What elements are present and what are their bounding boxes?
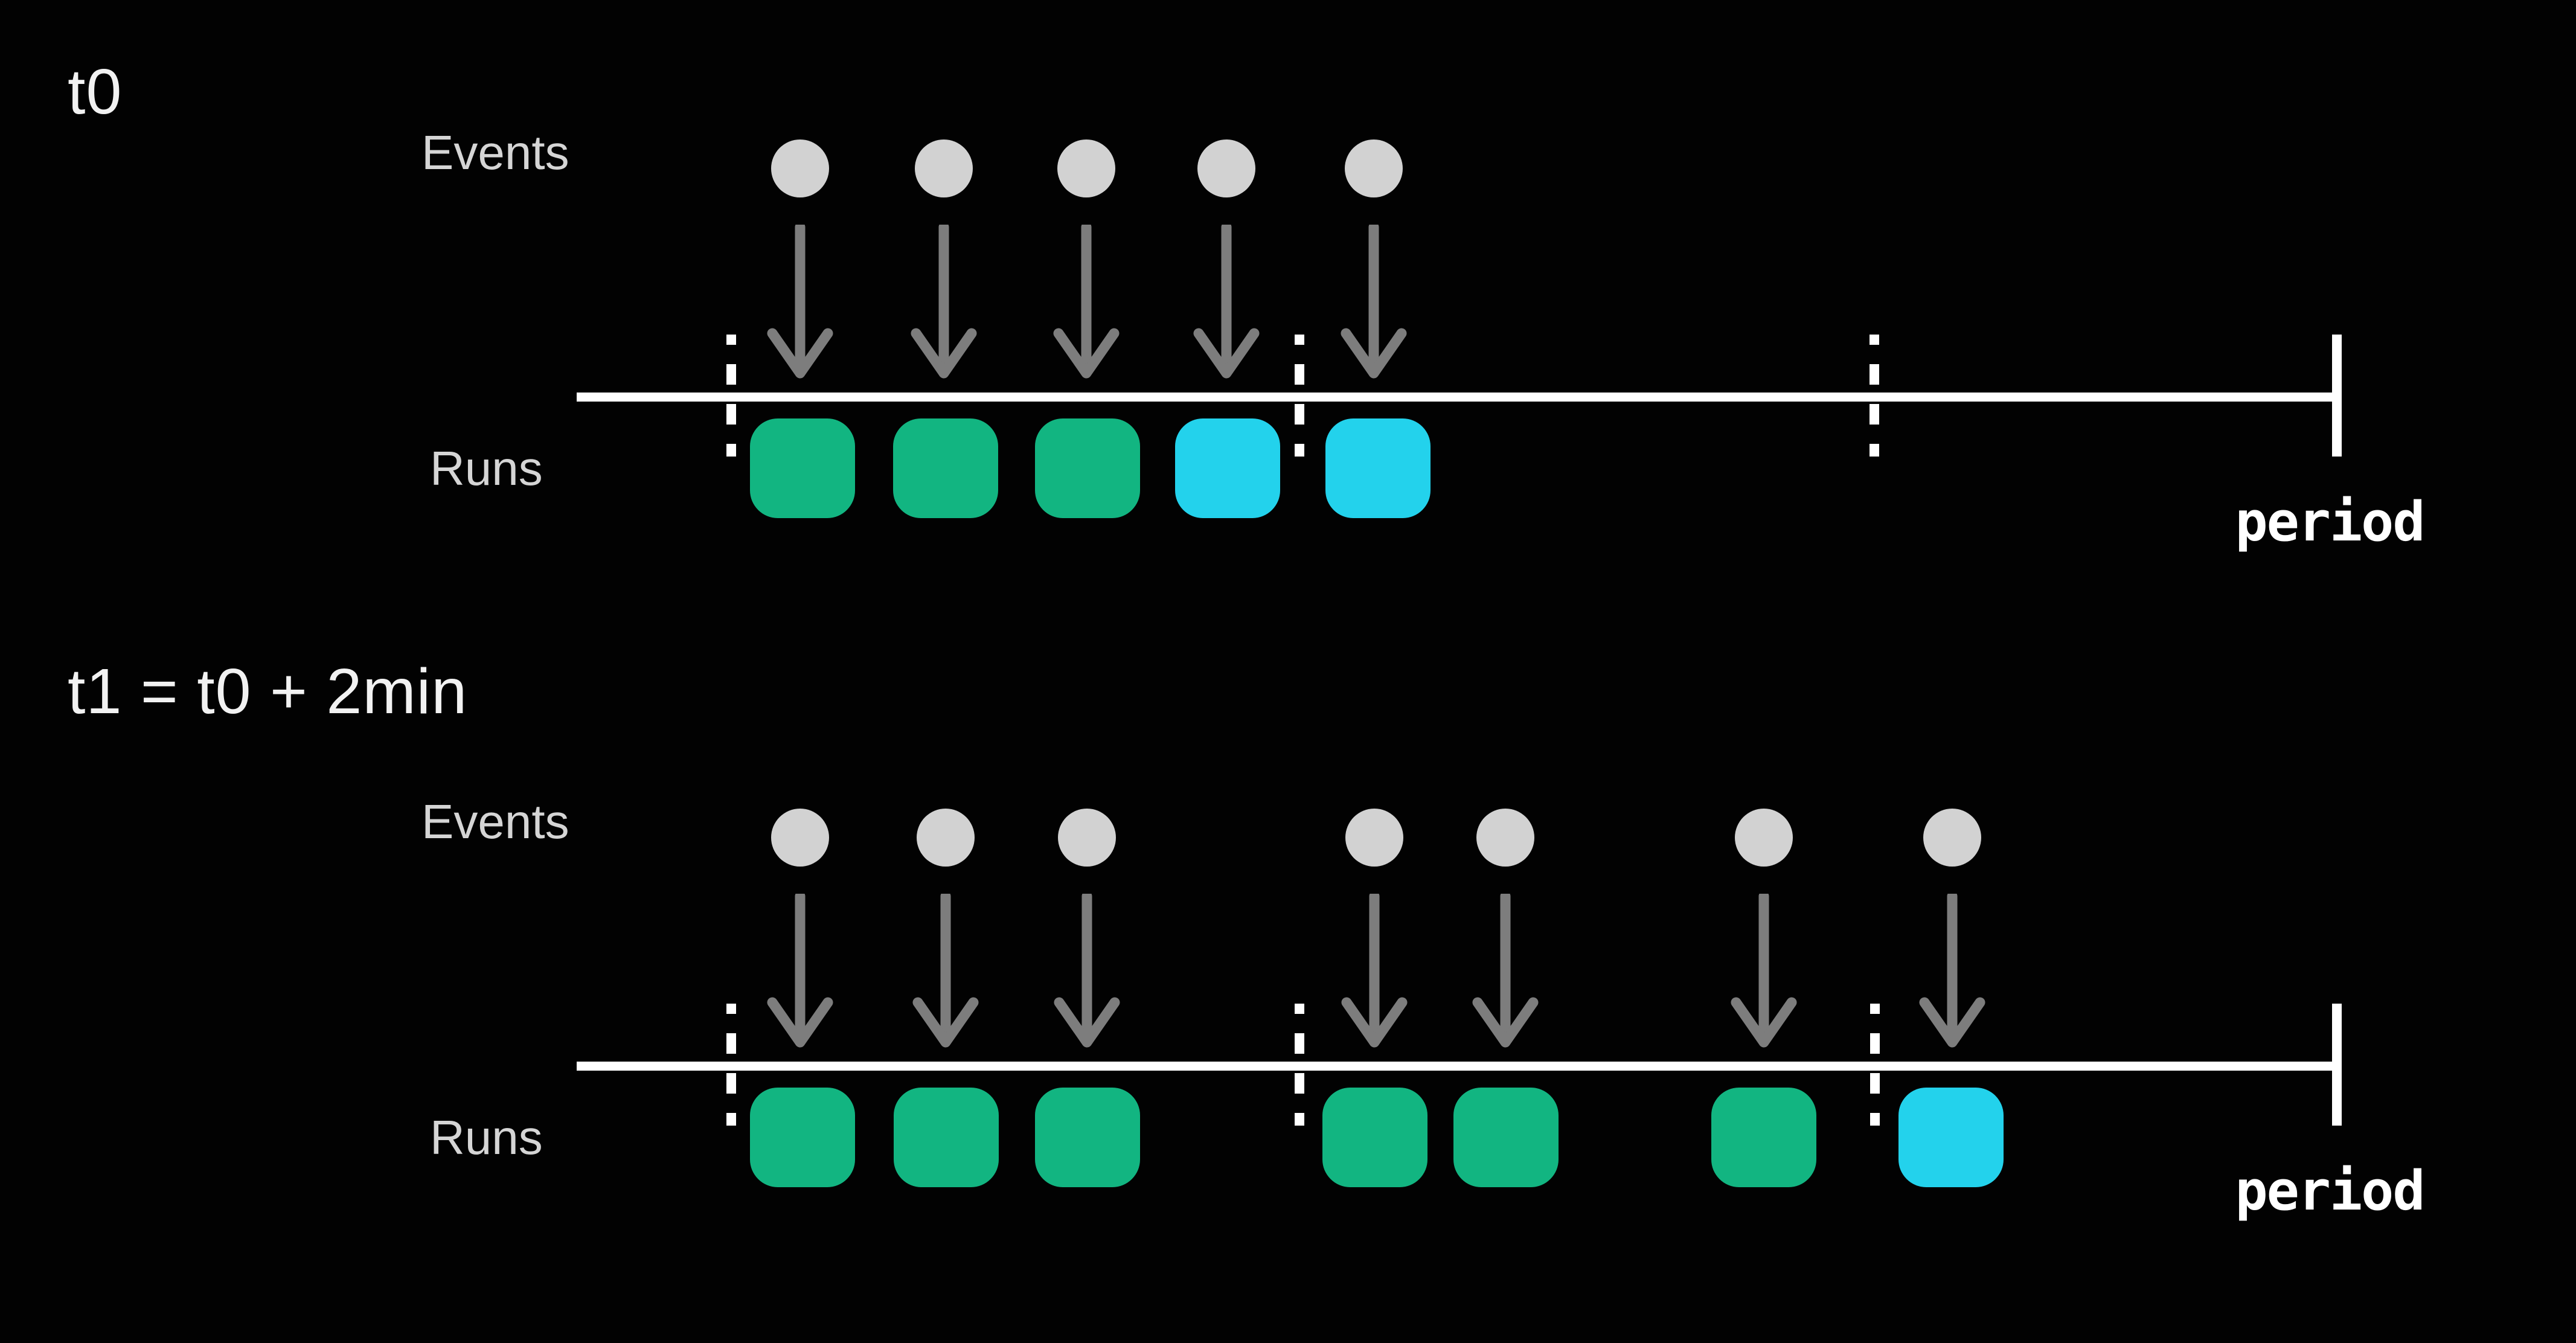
down-arrow-icon xyxy=(1731,894,1797,1048)
period-label: period xyxy=(2235,1159,2425,1223)
period-boundary-tick xyxy=(1870,1004,1880,1126)
down-arrow-icon xyxy=(767,225,833,379)
period-label: period xyxy=(2235,490,2425,554)
period-boundary-tick xyxy=(1870,335,1879,457)
event-dot xyxy=(771,139,829,197)
period-boundary-tick xyxy=(726,335,736,457)
event-dot xyxy=(1735,809,1793,867)
events-row-label: Events xyxy=(421,795,569,848)
section-t1: t1 = t0 + 2min Events Runs period xyxy=(0,656,2576,1339)
down-arrow-icon xyxy=(1919,894,1985,1048)
run-block-cyan xyxy=(1325,418,1431,518)
event-dot xyxy=(1345,139,1403,197)
event-dot xyxy=(915,139,973,197)
down-arrow-icon xyxy=(767,894,833,1048)
down-arrow-icon xyxy=(1053,225,1120,379)
run-block-cyan xyxy=(1898,1088,2004,1187)
events-row-label: Events xyxy=(421,126,569,179)
period-boundary-tick xyxy=(1295,335,1304,457)
down-arrow-icon xyxy=(1472,894,1539,1048)
down-arrow-icon xyxy=(1054,894,1120,1048)
event-dot xyxy=(771,809,829,867)
event-dot xyxy=(1057,139,1115,197)
event-dot xyxy=(1476,809,1534,867)
event-dot xyxy=(1058,809,1116,867)
runs-row-label: Runs xyxy=(430,441,543,495)
down-arrow-icon xyxy=(1193,225,1260,379)
run-block-green xyxy=(1711,1088,1816,1187)
event-dot xyxy=(917,809,975,867)
down-arrow-icon xyxy=(1341,894,1408,1048)
run-block-green xyxy=(750,418,855,518)
section-t0: t0 Events Runs period xyxy=(0,0,2576,670)
run-block-green xyxy=(750,1088,855,1187)
event-dot xyxy=(1345,809,1403,867)
timeline-endcap xyxy=(2332,335,2342,457)
timeline-axis xyxy=(577,393,2337,402)
timeline-axis xyxy=(577,1062,2337,1071)
period-boundary-tick xyxy=(726,1004,736,1126)
down-arrow-icon xyxy=(912,894,979,1048)
run-block-green xyxy=(1035,418,1140,518)
run-block-green xyxy=(894,1088,999,1187)
run-block-green xyxy=(1035,1088,1140,1187)
run-block-cyan xyxy=(1175,418,1280,518)
event-dot xyxy=(1923,809,1981,867)
period-boundary-tick xyxy=(1295,1004,1304,1126)
section-title: t1 = t0 + 2min xyxy=(68,656,468,727)
down-arrow-icon xyxy=(911,225,977,379)
down-arrow-icon xyxy=(1341,225,1407,379)
run-block-green xyxy=(1453,1088,1559,1187)
event-dot xyxy=(1197,139,1255,197)
run-block-green xyxy=(1322,1088,1427,1187)
runs-row-label: Runs xyxy=(430,1111,543,1164)
section-title: t0 xyxy=(68,56,123,127)
timeline-endcap xyxy=(2332,1004,2342,1126)
run-block-green xyxy=(893,418,998,518)
